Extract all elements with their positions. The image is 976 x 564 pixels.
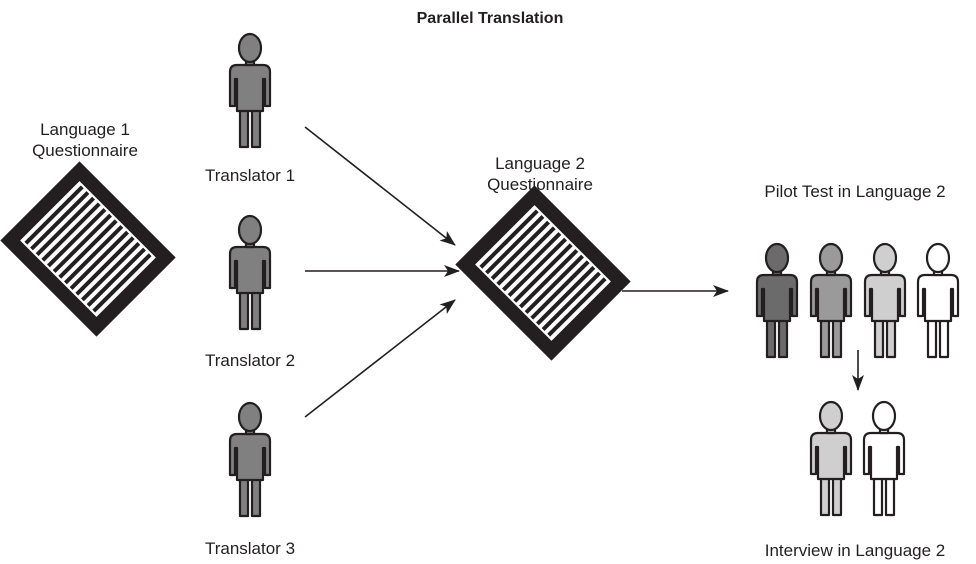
translator-1-person-icon [228,32,272,149]
source-questionnaire-icon [0,161,176,337]
diagram-title: Parallel Translation [416,10,564,27]
arrow-translator-1-to-questionnaire [304,126,456,246]
source-questionnaire-label-line2: Questionnaire [32,141,138,160]
translator-2-label: Translator 2 [204,351,296,370]
translator-3-person-icon [228,401,272,518]
translator-2-person-icon [228,214,272,331]
arrow-translator-3-to-questionnaire [304,299,456,418]
target-questionnaire-label-line2: Questionnaire [487,175,593,194]
translator-1-label: Translator 1 [204,166,296,185]
pilot-test-label: Pilot Test in Language 2 [764,182,946,201]
interview-participant-2-person-icon [862,400,906,517]
pilot-participant-2-person-icon [809,242,853,359]
source-questionnaire-label-line1: Language 1 [40,120,130,139]
pilot-participant-3-person-icon [863,242,907,359]
translator-3-label: Translator 3 [204,539,296,558]
interview-label: Interview in Language 2 [764,541,946,560]
pilot-participant-1-person-icon [755,242,799,359]
source-questionnaire-label: Language 1 Questionnaire [0,119,170,161]
target-questionnaire-label-line1: Language 2 [495,154,585,173]
target-questionnaire-label: Language 2 Questionnaire [460,153,620,195]
pilot-participant-4-person-icon [916,242,960,359]
target-questionnaire-icon [455,185,631,361]
interview-participant-1-person-icon [809,400,853,517]
